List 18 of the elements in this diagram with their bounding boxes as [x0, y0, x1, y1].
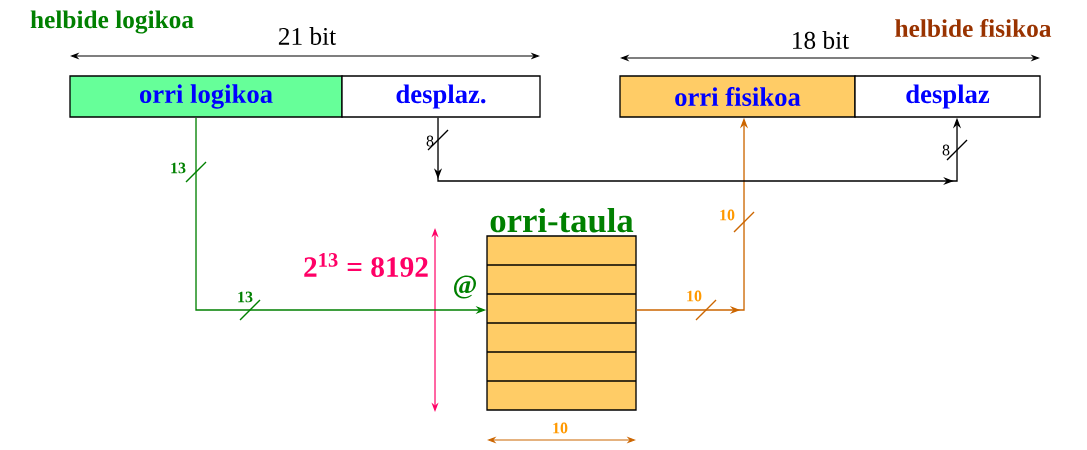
- bus-width-label: 10: [720, 209, 735, 221]
- address-symbol: @: [454, 275, 476, 299]
- node-label: orri-taula: [490, 207, 634, 233]
- bus-width-label: 8: [426, 135, 434, 147]
- address-field: orri fisikoa: [619, 75, 856, 118]
- address-title: helbide logikoa: [30, 10, 194, 34]
- bus-width-label: 10: [687, 290, 702, 302]
- bus-width-label: 8: [942, 144, 950, 156]
- address-title: helbide fisikoa: [895, 18, 1052, 38]
- dimension-label: 18 bit: [793, 31, 850, 49]
- page-table: orri-taula: [486, 207, 637, 411]
- address-field: desplaz.: [341, 75, 541, 118]
- bus-width-label: 13: [171, 162, 186, 174]
- entry-count-label: 2$^{13}$ = 8192: [304, 253, 428, 277]
- address-field: desplaz: [854, 75, 1041, 118]
- address-field: orri logikoa: [69, 75, 343, 118]
- bus-width-label: 13: [238, 291, 253, 303]
- dimension-label: 21 bit: [278, 27, 337, 45]
